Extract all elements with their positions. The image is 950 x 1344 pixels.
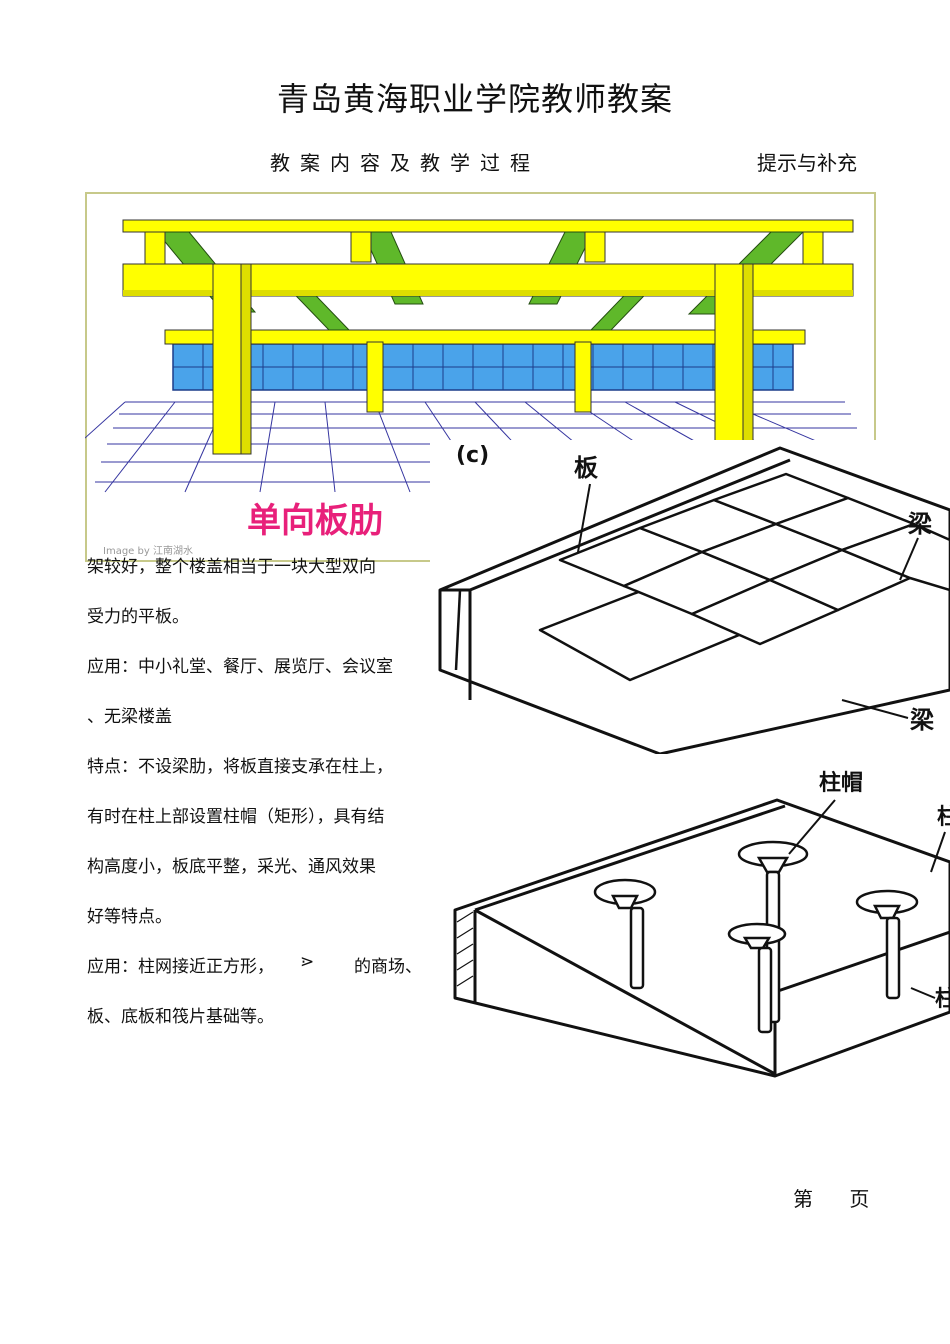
body-line: 应用：中小礼堂、餐厅、展览厅、会议室: [87, 657, 393, 677]
body-line-tail: 的商场、: [354, 957, 422, 977]
body-line: 受力的平板。: [87, 607, 189, 627]
body-line: 、无梁楼盖: [87, 707, 172, 727]
document-title: 青岛黄海职业学院教师教案: [276, 80, 673, 118]
label-column-lower: 柱: [935, 987, 950, 1012]
label-beam-lower: 梁: [909, 706, 934, 734]
label-slab: 板: [574, 454, 599, 482]
flat-slab-illustration: 柱帽 柱 柱: [445, 762, 950, 1092]
body-line: 板、底板和筏片基础等。: [87, 1007, 274, 1027]
label-beam-upper: 梁: [907, 510, 932, 538]
body-line: 好等特点。: [87, 907, 172, 927]
figure-caption: 单向板肋: [247, 501, 383, 541]
column-header-notes: 提示与补充: [757, 151, 857, 175]
body-line: 构高度小，板底平整，采光、通风效果: [87, 857, 376, 877]
column-header-content: 教案内容及教学过程: [270, 151, 540, 175]
body-line: 应用：柱网接近正方形，: [87, 957, 274, 977]
body-line: 有时在柱上部设置柱帽（矩形），具有结: [87, 807, 385, 827]
image-watermark: Image by 江南湖水: [103, 544, 193, 557]
two-way-slab-illustration: (c) 板 梁 梁: [430, 440, 950, 756]
label-column-capital: 柱帽: [819, 771, 863, 796]
page-footer: 第 页: [793, 1187, 870, 1211]
label-column-upper: 柱: [937, 805, 950, 830]
inline-symbol: ⋗: [300, 952, 315, 972]
figure-tag: (c): [456, 443, 489, 468]
body-line: 架较好，整个楼盖相当于一块大型双向: [87, 557, 376, 577]
flat-slab-figure: 柱帽 柱 柱: [445, 762, 950, 1092]
body-line: 特点：不设梁肋，将板直接支承在柱上，: [87, 757, 393, 777]
two-way-slab-figure: (c) 板 梁 梁: [430, 440, 950, 756]
